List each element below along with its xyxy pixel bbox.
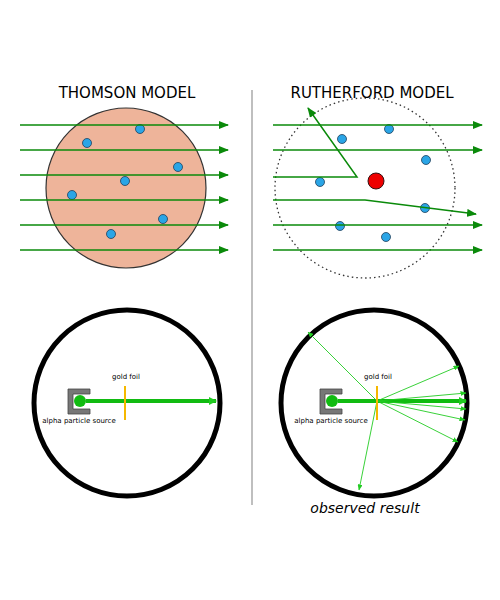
- thomson-atom: [20, 108, 228, 268]
- thomson-experiment: [34, 310, 220, 496]
- divider-line: [251, 90, 253, 505]
- source-label: alpha particle source: [42, 418, 116, 426]
- panel-heading: THOMSON MODEL: [59, 85, 196, 102]
- foil-label: gold foil: [112, 374, 140, 382]
- panel-heading: RUTHERFORD MODEL: [290, 85, 453, 102]
- rutherford-atom: [273, 98, 482, 278]
- foil-label: gold foil: [364, 374, 392, 382]
- source-label: alpha particle source: [294, 418, 368, 426]
- rutherford-experiment: [281, 310, 467, 496]
- result-caption: observed result: [310, 501, 419, 516]
